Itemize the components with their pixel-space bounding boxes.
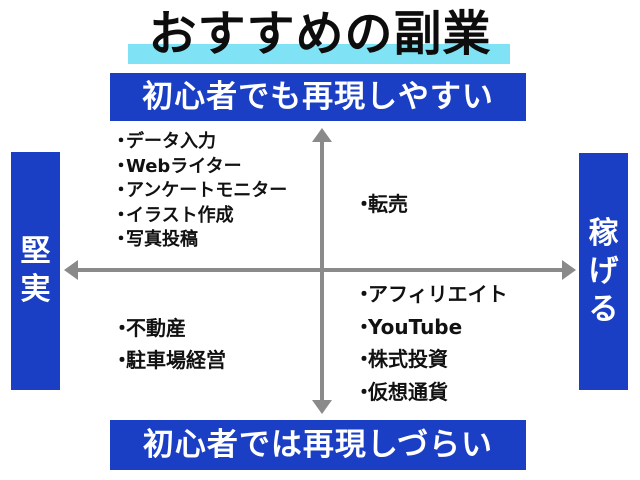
list-item: ・データ入力 — [112, 130, 287, 155]
axis-label-right: 稼 げ る — [579, 153, 628, 390]
axis-label-top: 初心者でも再現しやすい — [110, 73, 526, 121]
bullet-icon: ・ — [112, 316, 132, 340]
arrow-up-icon — [312, 128, 332, 142]
axis-label-left-char: 堅 — [20, 234, 51, 269]
bullet-icon: ・ — [354, 379, 374, 404]
bullet-icon: ・ — [354, 314, 374, 339]
title-highlight — [128, 44, 510, 64]
bullet-icon: ・ — [112, 180, 130, 201]
axis-label-right-char: 稼 — [588, 215, 619, 251]
arrow-down-icon — [312, 400, 332, 414]
bullet-icon: ・ — [354, 192, 374, 216]
list-item: ・写真投稿 — [112, 228, 287, 253]
quadrant-top-right: ・転売 — [354, 190, 408, 218]
bullet-icon: ・ — [112, 155, 130, 177]
list-item: ・イラスト作成 — [112, 204, 287, 229]
axis-label-left: 堅 実 — [11, 152, 60, 390]
title-block: おすすめの副業 — [128, 2, 510, 68]
quadrant-top-left: ・データ入力 ・Webライター ・アンケートモニター ・イラスト作成 ・写真投稿 — [112, 130, 287, 253]
bullet-icon: ・ — [112, 229, 130, 250]
bullet-icon: ・ — [112, 348, 132, 372]
bullet-icon: ・ — [354, 282, 374, 306]
arrow-right-icon — [562, 260, 576, 280]
list-item: ・アフィリエイト — [354, 278, 508, 311]
list-item: ・転売 — [354, 192, 408, 216]
list-item: ・駐車場経営 — [112, 344, 226, 376]
list-item: ・株式投資 — [354, 343, 508, 376]
axis-label-bottom: 初心者では再現しづらい — [110, 420, 526, 470]
quadrant-bottom-left: ・不動産 ・駐車場経営 — [112, 312, 226, 376]
list-item: ・アンケートモニター — [112, 179, 287, 204]
axis-label-right-char: げ — [588, 253, 619, 289]
page-title: おすすめの副業 — [148, 6, 492, 62]
list-item: ・不動産 — [112, 312, 226, 344]
axis-label-left-char: 実 — [20, 272, 51, 307]
list-item: ・仮想通貨 — [354, 376, 508, 409]
bullet-icon: ・ — [112, 131, 130, 152]
list-item: ・Webライター — [112, 155, 287, 180]
axis-label-right-char: る — [588, 291, 619, 327]
bullet-icon: ・ — [354, 347, 374, 371]
quadrant-bottom-right: ・アフィリエイト ・YouTube ・株式投資 ・仮想通貨 — [354, 278, 508, 408]
arrow-left-icon — [64, 260, 78, 280]
list-item: ・YouTube — [354, 311, 508, 344]
horizontal-axis — [74, 268, 564, 272]
bullet-icon: ・ — [112, 204, 130, 226]
